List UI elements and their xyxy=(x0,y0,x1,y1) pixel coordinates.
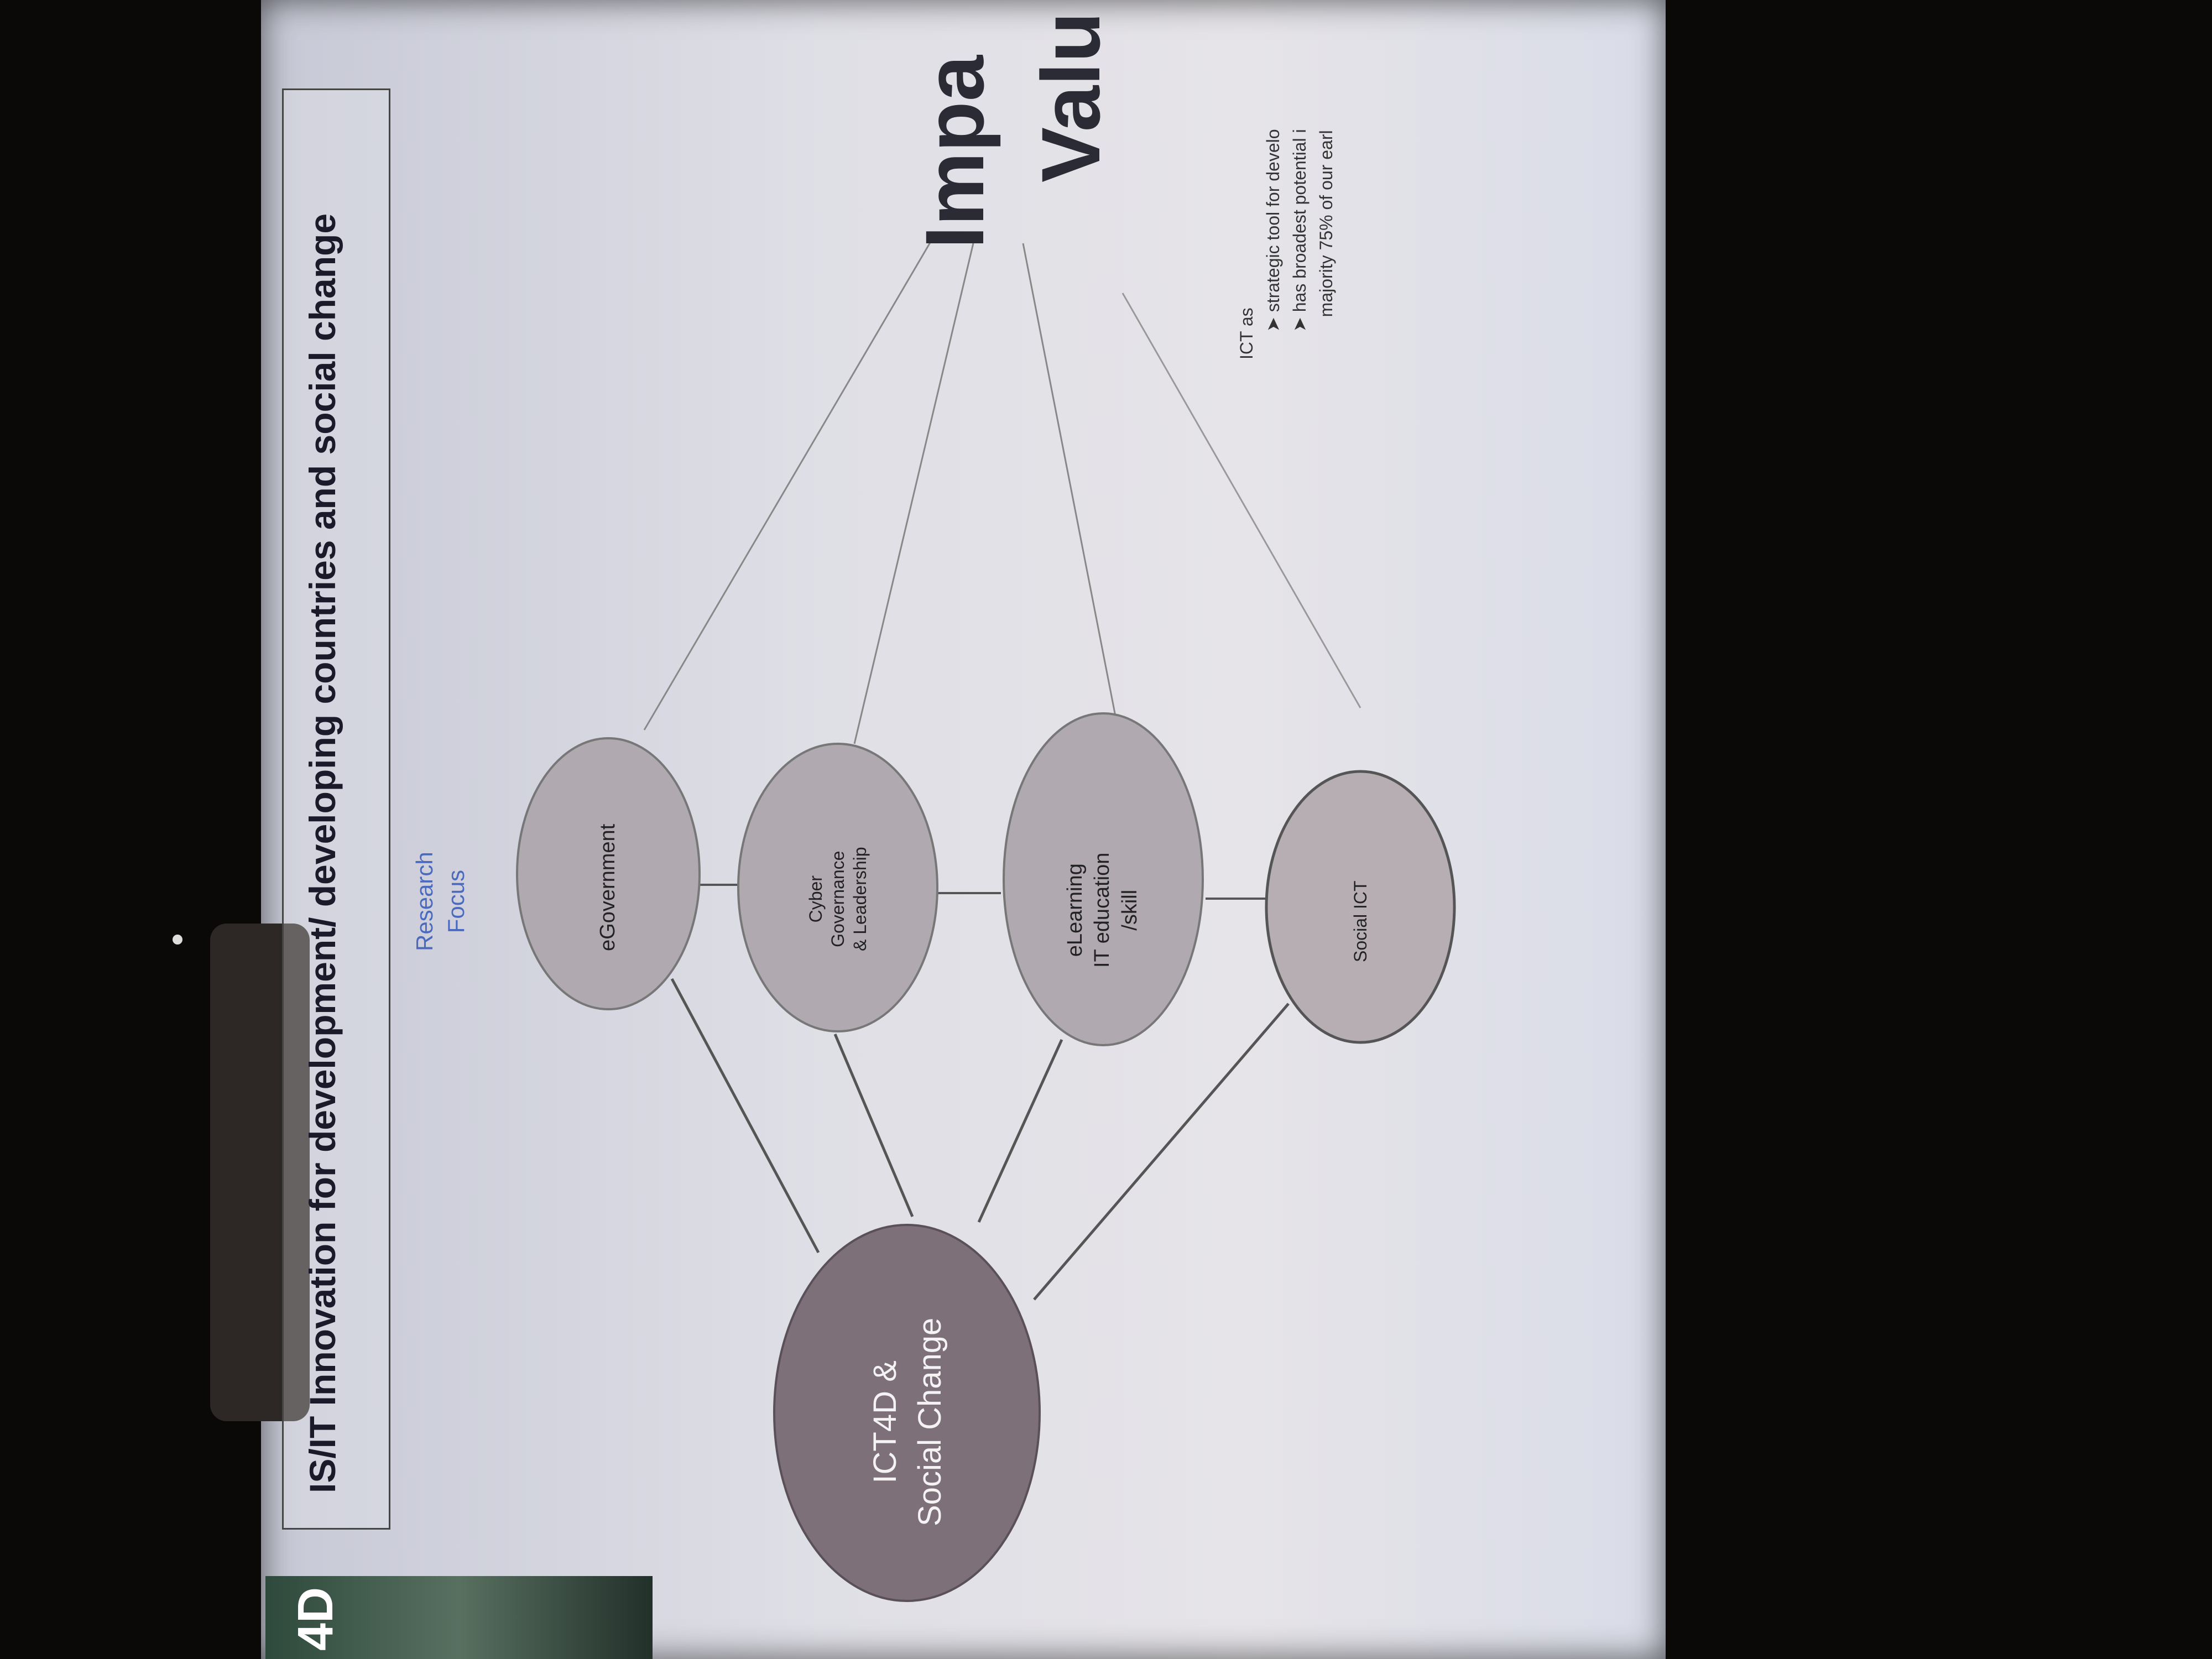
ray-cyber xyxy=(853,243,974,744)
node-elearn-line2: IT education xyxy=(1091,852,1114,968)
node-egov-label: eGovernment xyxy=(594,824,622,951)
node-egov-shape xyxy=(516,737,701,1010)
ray-elearn xyxy=(1022,243,1118,725)
bullet-text: strategic tool for develo xyxy=(1263,129,1283,312)
corner-logo xyxy=(265,1576,653,1659)
node-elearn-label: eLearning IT education /skill xyxy=(1062,853,1144,968)
bullet-text: has broadest potential i xyxy=(1290,129,1310,312)
bullet-text: majority 75% of our earl xyxy=(1316,130,1336,317)
projector-bezel xyxy=(210,924,310,1421)
node-egov-line1: eGovernment xyxy=(596,823,619,951)
connector-center-cyber xyxy=(833,1034,914,1217)
connector-center-social xyxy=(1033,1003,1290,1301)
node-social-label: Social ICT xyxy=(1349,880,1371,962)
node-social-shape xyxy=(1265,770,1456,1044)
heading-value: Valu xyxy=(1024,12,1117,183)
connector-center-elearn xyxy=(977,1039,1063,1223)
node-center-line2: Social Change xyxy=(912,1317,948,1526)
node-elearn-shape xyxy=(1003,712,1204,1046)
bullet-list: ICT as ➤ strategic tool for develo ➤ has… xyxy=(1233,129,1339,359)
node-cyber-line1: Cyber xyxy=(806,875,826,923)
light-dot xyxy=(173,935,182,945)
bullet-item: majority 75% of our earl xyxy=(1313,129,1339,359)
node-cyber-label: Cyber Governance & Leadership xyxy=(805,847,871,951)
node-center-label: ICT4D & Social Change xyxy=(863,1318,952,1526)
heading-impact: Impa xyxy=(908,55,1001,249)
bullet-item: ➤ strategic tool for develo xyxy=(1263,129,1283,332)
title-box xyxy=(282,88,390,1530)
ray-egov xyxy=(643,234,936,731)
ray-social xyxy=(1121,293,1361,708)
node-center-line1: ICT4D & xyxy=(867,1360,903,1484)
node-cyber-line2: Governance xyxy=(828,851,848,947)
bullet-intro: ICT as xyxy=(1237,307,1256,359)
node-cyber-line3: & Leadership xyxy=(850,847,870,951)
node-cyber-shape xyxy=(737,743,938,1032)
node-elearn-line3: /skill xyxy=(1118,889,1141,931)
node-elearn-line1: eLearning xyxy=(1063,863,1087,957)
node-social-line1: Social ICT xyxy=(1350,880,1370,962)
node-center-shape xyxy=(773,1224,1041,1602)
bullet-item: ➤ has broadest potential i xyxy=(1290,129,1310,332)
connector-center-egov xyxy=(670,978,820,1254)
